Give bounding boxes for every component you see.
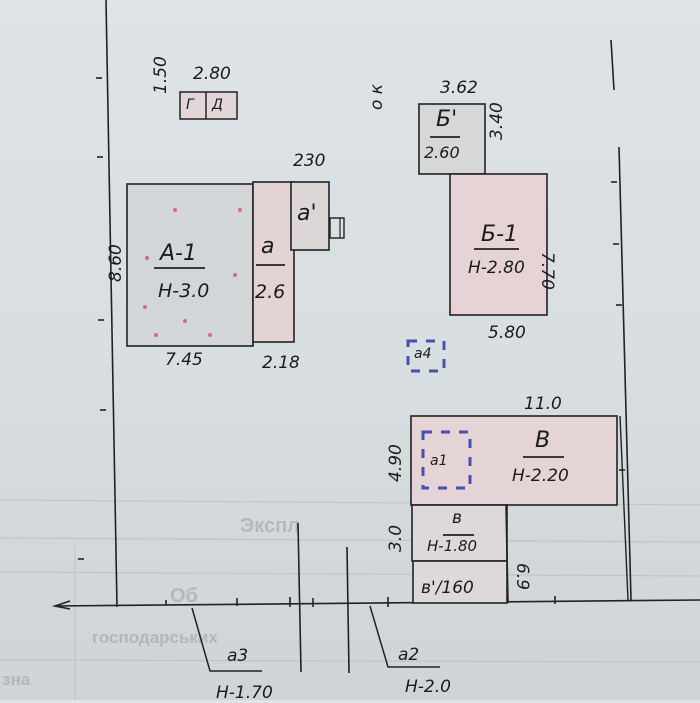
label-b-prime-depth: 3.40	[487, 102, 507, 140]
label-d-depth: 1.50	[151, 56, 171, 94]
street-line	[54, 599, 700, 607]
label-a-prime: а'	[297, 201, 317, 226]
building-v-prime	[412, 560, 508, 604]
leader-a3	[191, 607, 262, 672]
building-b1	[449, 173, 548, 316]
label-v-small-height: Н-1.80	[427, 537, 478, 555]
marker-a1	[421, 430, 472, 490]
left-boundary-line	[105, 0, 118, 608]
bg-form-text-2: Об	[170, 585, 198, 607]
shed-gd	[179, 91, 238, 120]
label-d-width: 2.80	[193, 64, 231, 84]
building-a-prime	[290, 181, 330, 251]
label-a2: а2	[398, 645, 420, 665]
label-v-prime: в'/160	[421, 578, 474, 598]
label-g: Г	[186, 97, 194, 113]
label-a-width: 2.18	[262, 353, 300, 373]
label-v-height: Н-2.20	[512, 466, 569, 486]
label-a1-height: Н-3.0	[158, 280, 210, 302]
label-v-prime-depth: 6.9	[512, 563, 532, 591]
label-a-height: 2.6	[255, 281, 286, 303]
label-b-prime-width: 3.62	[440, 78, 478, 98]
label-v: В	[535, 428, 551, 453]
label-a1: А-1	[160, 241, 197, 266]
label-v-width: 11.0	[524, 394, 562, 414]
label-v-depth: 4.90	[386, 444, 406, 482]
label-a: а	[261, 234, 275, 259]
gate-post-left	[297, 522, 302, 673]
label-a1-depth: 8.60	[106, 244, 126, 282]
label-a3: а3	[227, 646, 249, 666]
label-a2-height: Н-2.0	[405, 677, 451, 697]
label-a-prime-width: 230	[293, 151, 326, 171]
bg-form-text-4: зна	[2, 670, 31, 689]
label-b1-height: Н-2.80	[468, 258, 525, 278]
label-b-prime: Б'	[436, 107, 458, 132]
building-b-prime	[418, 103, 486, 175]
leader-a2	[369, 605, 440, 668]
bg-form-text-1: Экспл	[240, 515, 300, 537]
bg-form-text-3: господарських	[92, 628, 218, 647]
label-a1-marker: а1	[430, 453, 448, 469]
street-arrow	[51, 600, 71, 610]
building-a	[252, 181, 295, 343]
label-b-prime-height: 2.60	[424, 143, 460, 162]
label-a3-height: Н-1.70	[216, 683, 273, 703]
right-boundary-line	[618, 146, 632, 601]
label-b1-depth: 7.70	[537, 252, 557, 290]
label-v-small-depth: 3.0	[386, 524, 406, 552]
form-grid-lines	[0, 499, 700, 700]
label-v-small: в	[452, 508, 463, 528]
label-d: Д	[212, 97, 223, 113]
marker-a4	[406, 339, 446, 373]
label-b1-width: 5.80	[488, 323, 526, 343]
steps-a-prime	[329, 217, 345, 239]
label-a1-width: 7.45	[165, 350, 203, 370]
label-ok: о к	[367, 83, 387, 110]
label-b1: Б-1	[481, 222, 519, 247]
label-a4: а4	[414, 346, 432, 362]
gate-post-right	[346, 546, 350, 674]
blue-marker-group	[406, 339, 472, 490]
right-boundary-top-segment	[610, 39, 615, 91]
